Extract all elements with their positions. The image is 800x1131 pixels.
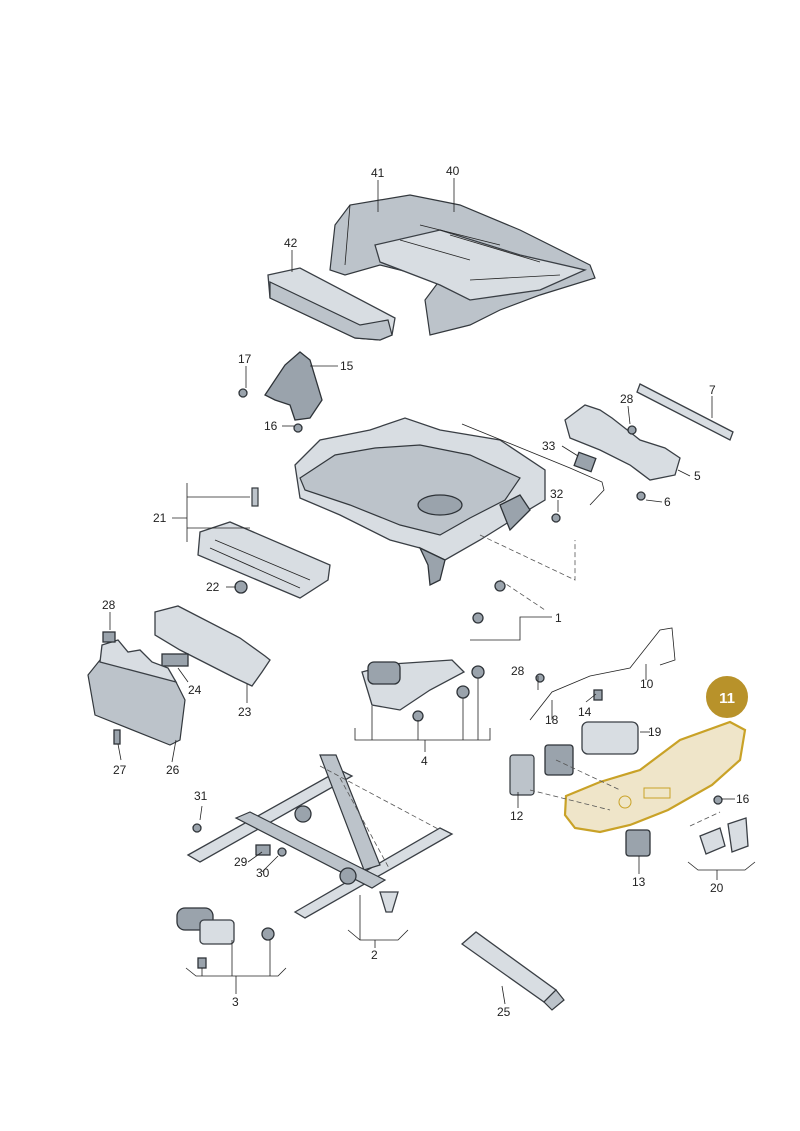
badge-11-label: 11 bbox=[719, 690, 735, 707]
callout-12: 12 bbox=[510, 809, 524, 823]
grease-tube bbox=[460, 931, 565, 1011]
callout-23: 23 bbox=[238, 705, 252, 719]
callout-28-left: 28 bbox=[102, 598, 116, 612]
callout-28-right: 28 bbox=[511, 664, 525, 678]
callout-41: 41 bbox=[371, 166, 385, 180]
highlight-badge: 11 bbox=[704, 674, 750, 720]
callout-15: 15 bbox=[340, 359, 354, 373]
callout-19: 19 bbox=[648, 725, 662, 739]
callout-labels: 41 40 42 17 15 16 7 28 33 5 6 32 21 1 22… bbox=[102, 164, 750, 1019]
callout-30: 30 bbox=[256, 866, 270, 880]
switch-housing bbox=[87, 631, 186, 746]
callout-5: 5 bbox=[694, 469, 701, 483]
callout-6: 6 bbox=[664, 495, 671, 509]
front-cushion bbox=[267, 267, 396, 341]
switch-parts bbox=[509, 689, 651, 857]
callout-16-top: 16 bbox=[264, 419, 278, 433]
highlighted-side-panel bbox=[563, 720, 747, 834]
callout-26: 26 bbox=[166, 763, 180, 777]
callout-16-right: 16 bbox=[736, 792, 750, 806]
bracket-assembly bbox=[564, 404, 681, 481]
callout-18: 18 bbox=[545, 713, 559, 727]
callout-32: 32 bbox=[550, 487, 564, 501]
callout-14: 14 bbox=[578, 705, 592, 719]
callout-2: 2 bbox=[371, 948, 378, 962]
callout-21: 21 bbox=[153, 511, 167, 525]
callout-28-top: 28 bbox=[620, 392, 634, 406]
leader-lines bbox=[109, 178, 756, 1005]
callout-24: 24 bbox=[188, 683, 202, 697]
height-motor bbox=[176, 907, 275, 969]
callout-7: 7 bbox=[709, 383, 716, 397]
callout-25: 25 bbox=[497, 1005, 511, 1019]
seat-cushion bbox=[329, 194, 596, 336]
callout-33: 33 bbox=[542, 439, 556, 453]
seat-frame bbox=[294, 417, 546, 587]
callout-20: 20 bbox=[710, 881, 724, 895]
callout-3: 3 bbox=[232, 995, 239, 1009]
callout-40: 40 bbox=[446, 164, 460, 178]
callout-22: 22 bbox=[206, 580, 220, 594]
callout-10: 10 bbox=[640, 677, 654, 691]
trim-caps bbox=[699, 817, 749, 855]
alignment-lines bbox=[319, 534, 721, 871]
mounting-plate bbox=[197, 487, 331, 599]
side-trim bbox=[264, 351, 323, 421]
callout-4: 4 bbox=[421, 754, 428, 768]
front-trim-panel bbox=[154, 605, 271, 687]
lower-seat-frame bbox=[186, 754, 454, 919]
callout-1: 1 bbox=[555, 611, 562, 625]
callout-29: 29 bbox=[234, 855, 248, 869]
adjust-motor bbox=[361, 659, 485, 722]
callout-42: 42 bbox=[284, 236, 298, 250]
callout-27: 27 bbox=[113, 763, 127, 777]
callout-13: 13 bbox=[632, 875, 646, 889]
callout-31: 31 bbox=[194, 789, 208, 803]
callout-17: 17 bbox=[238, 352, 252, 366]
